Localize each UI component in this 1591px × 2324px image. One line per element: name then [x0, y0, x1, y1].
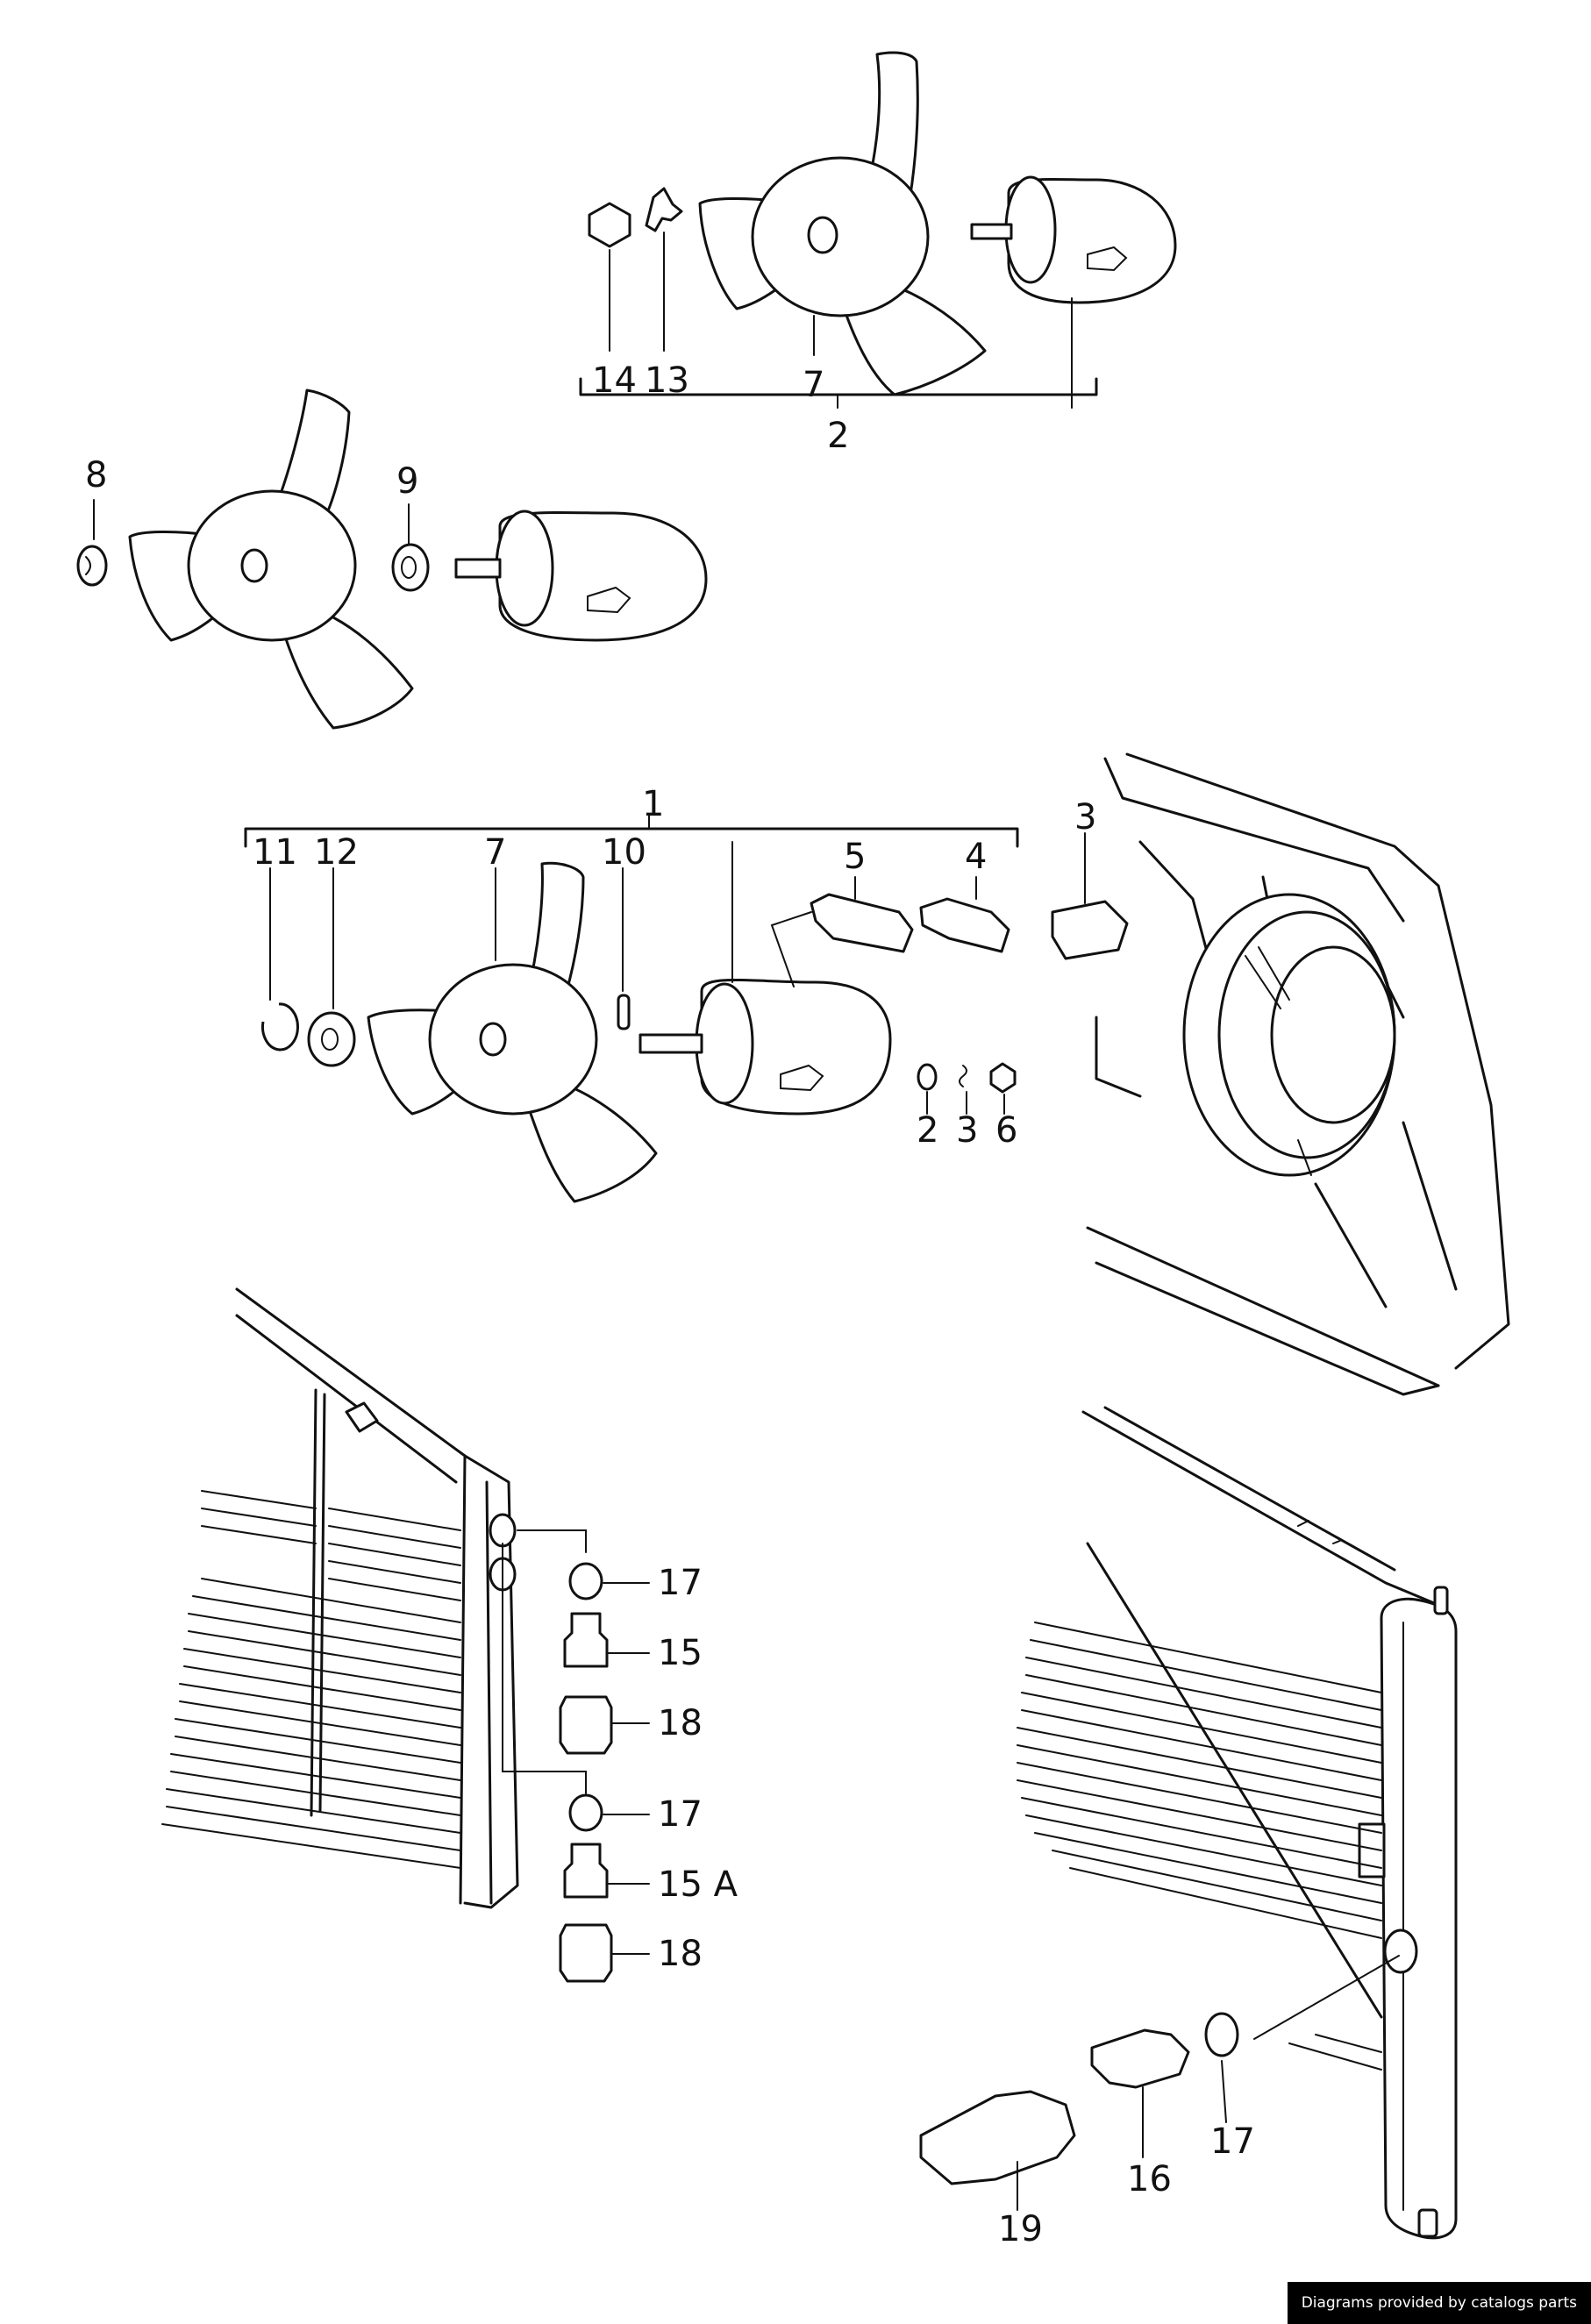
fan-hub: [428, 963, 598, 1116]
fan-blade: [279, 608, 414, 730]
nut: [989, 1062, 1017, 1094]
spring: [959, 1065, 967, 1087]
motor-terminal: [780, 1064, 824, 1092]
callout-19: 19: [998, 2209, 1043, 2249]
callout-17: 17: [658, 1563, 703, 1603]
motor-end: [1004, 175, 1057, 284]
callout-15a: 15 A: [658, 1864, 738, 1905]
callout-18: 18: [658, 1703, 703, 1743]
callout-1: 1: [642, 784, 664, 824]
motor-terminal: [1087, 246, 1128, 272]
connector-housing: [810, 893, 914, 953]
retaining-clip: [1051, 900, 1129, 960]
sensor-port: [489, 1513, 517, 1548]
temperature-switch: [563, 1612, 609, 1668]
callout-18b: 18: [658, 1934, 703, 1974]
sensor-stack-right: [919, 1955, 1400, 2211]
radiator-tab: [345, 1401, 379, 1433]
seal-ring: [568, 1793, 603, 1832]
motor-shaft: [970, 223, 1013, 240]
lock-washer: [645, 187, 683, 232]
radiator-fins: [1017, 1622, 1382, 2071]
shroud-opening: [1270, 945, 1396, 1124]
motor-wire: [770, 911, 812, 987]
callout-15: 15: [658, 1633, 703, 1673]
fan-hub-center: [479, 1022, 507, 1057]
fan-hub-center: [807, 216, 838, 254]
callout-9: 9: [396, 461, 418, 502]
tank-fitting: [1417, 2208, 1438, 2238]
motor-end: [695, 982, 754, 1105]
callout-12: 12: [314, 832, 359, 873]
radiator-right: [1017, 1406, 1458, 2240]
callout-3b: 3: [956, 1110, 978, 1151]
circlip: [76, 545, 108, 587]
radiator-fins: [161, 1490, 461, 1869]
callout-7: 7: [803, 365, 824, 405]
seal-ring: [568, 1562, 603, 1600]
motor-end: [495, 510, 554, 627]
pin: [617, 994, 631, 1030]
snap-ring: [261, 1002, 299, 1052]
fan-hub: [751, 156, 930, 317]
motor-shaft: [454, 558, 502, 579]
connector: [559, 1923, 613, 1983]
callout-13: 13: [645, 360, 689, 401]
radiator-left: [161, 1287, 587, 1909]
bracket-group-1: [244, 827, 1019, 848]
callout-11: 11: [253, 832, 297, 873]
fan-assembly-middle: [76, 389, 708, 730]
fan-assembly-1: [244, 813, 1129, 1203]
fan-blade: [524, 1081, 658, 1203]
tank-fitting: [1433, 1586, 1449, 1615]
radiator-tank: [1380, 1597, 1458, 2240]
spring-washer: [391, 543, 430, 592]
callout-6: 6: [995, 1110, 1017, 1151]
callout-5: 5: [844, 837, 866, 877]
washer: [917, 1063, 938, 1091]
nut: [588, 202, 631, 248]
credit-footer: Diagrams provided by catalogs parts: [1287, 2282, 1591, 2324]
callout-8: 8: [85, 455, 107, 495]
fan-shroud: [1086, 752, 1510, 1396]
temperature-switch: [563, 1843, 609, 1899]
washer: [307, 1011, 356, 1067]
callout-10: 10: [602, 832, 646, 873]
connector-plug: [919, 2090, 1076, 2185]
thermo-switch: [1090, 2028, 1190, 2089]
callout-17c: 17: [1210, 2121, 1255, 2162]
callout-14: 14: [592, 360, 637, 401]
motor-terminal: [587, 586, 631, 614]
motor-shaft: [639, 1033, 703, 1054]
callout-16: 16: [1127, 2159, 1172, 2199]
callout-3: 3: [1074, 797, 1096, 838]
callout-17b: 17: [658, 1794, 703, 1835]
callout-2: 2: [827, 416, 849, 456]
callout-2b: 2: [917, 1110, 938, 1151]
seal-ring: [1204, 2012, 1239, 2057]
connector: [559, 1695, 613, 1755]
connector-plug: [919, 897, 1010, 953]
fan-assembly-top: [579, 51, 1177, 409]
fan-hub-center: [240, 548, 268, 583]
sensor-stack-left: [559, 1562, 650, 1983]
fan-motor: [498, 510, 708, 642]
fan-hub: [187, 489, 357, 642]
callout-4: 4: [965, 837, 987, 877]
sensor-port: [1383, 1928, 1418, 1974]
callout-7b: 7: [484, 832, 506, 873]
